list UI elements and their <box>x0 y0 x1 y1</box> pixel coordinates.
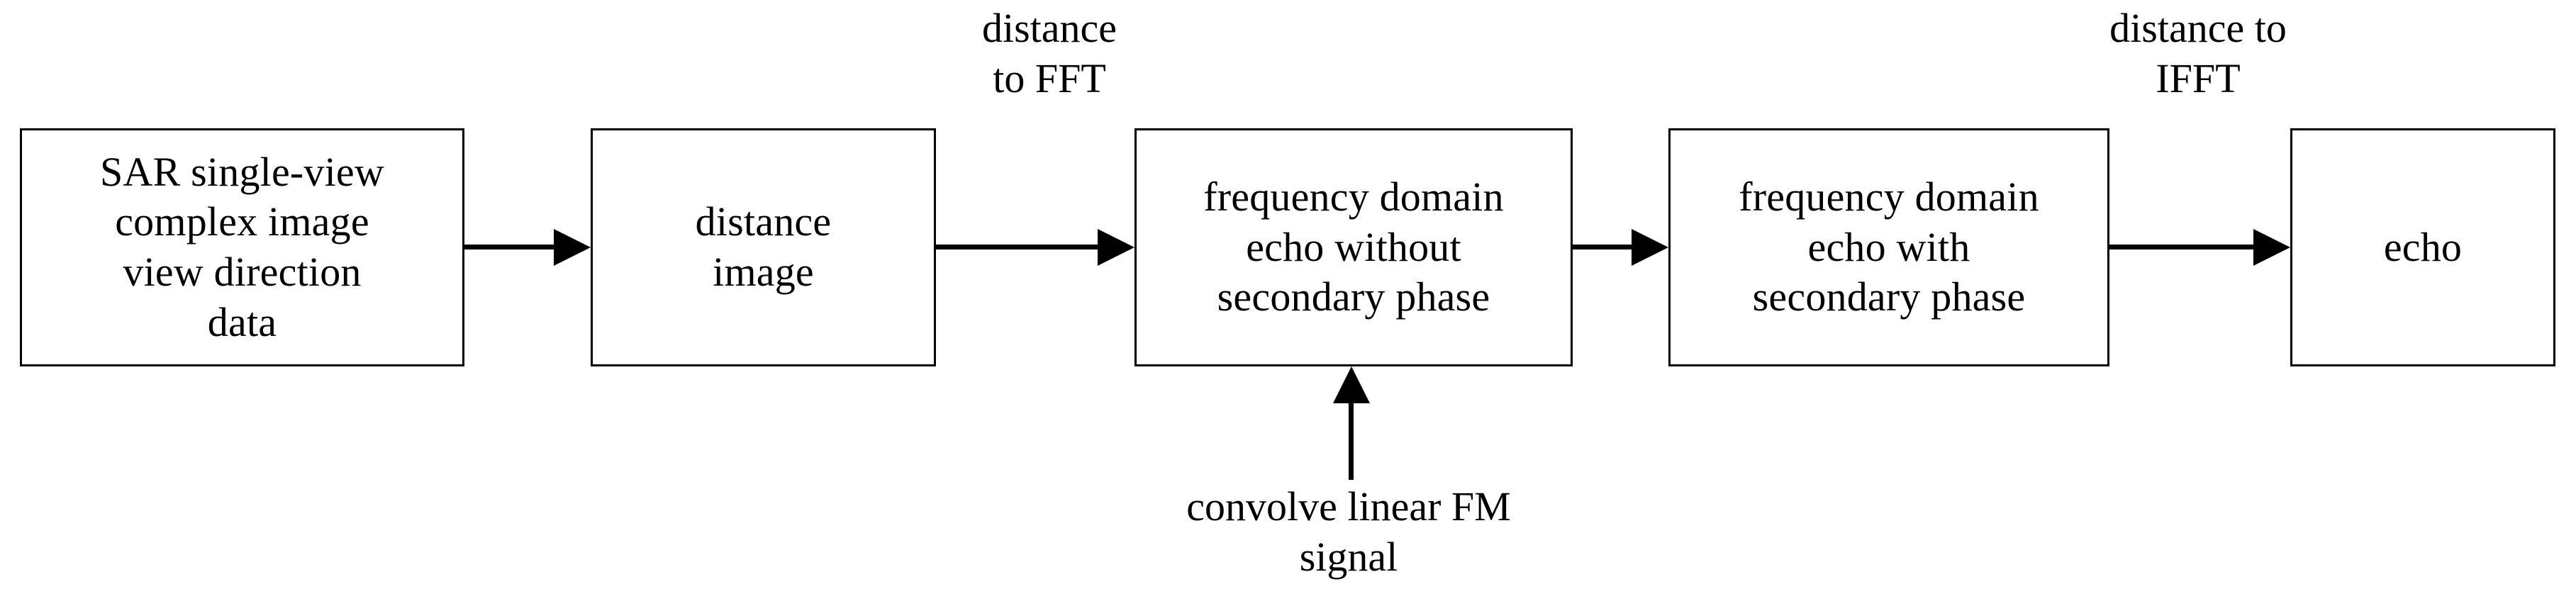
process-box-label: frequency domain echo with secondary pha… <box>1739 173 2039 320</box>
process-box-label: SAR single-view complex image view direc… <box>100 148 384 345</box>
arrow-shaft <box>1573 245 1634 249</box>
annotation-distance-to-ifft: distance to IFFT <box>2109 5 2287 101</box>
arrow-shaft <box>2109 245 2256 249</box>
arrow-distance-image-to-freq-echo-without <box>936 228 1134 266</box>
arrow-freq-echo-with-to-echo-output <box>2109 228 2290 266</box>
process-box-freq-echo-with[interactable]: frequency domain echo with secondary pha… <box>1668 128 2109 366</box>
arrow-shaft <box>1349 395 1354 480</box>
annotation-convolve-linear-fm: convolve linear FM signal <box>1186 483 1511 580</box>
arrow-freq-echo-without-to-freq-echo-with <box>1573 228 1668 266</box>
arrow-sar-input-to-distance-image <box>464 228 591 266</box>
process-box-sar-input[interactable]: SAR single-view complex image view direc… <box>20 128 464 366</box>
arrow-head-icon <box>2253 228 2290 266</box>
process-box-freq-echo-without[interactable]: frequency domain echo without secondary … <box>1134 128 1573 366</box>
annotation-distance-to-fft: distance to FFT <box>981 5 1117 101</box>
arrow-shaft <box>936 245 1100 249</box>
process-box-distance-image[interactable]: distance image <box>591 128 936 366</box>
process-box-label: echo <box>2383 223 2463 270</box>
arrow-convolve-to-freq-echo-without <box>1332 366 1370 480</box>
process-box-label: distance image <box>695 198 832 295</box>
process-box-echo-output[interactable]: echo <box>2290 128 2555 366</box>
arrow-head-icon <box>1332 366 1370 403</box>
arrow-head-icon <box>1098 228 1134 266</box>
arrow-head-icon <box>554 228 591 266</box>
arrow-head-icon <box>1632 228 1668 266</box>
arrow-shaft <box>464 245 557 249</box>
process-box-label: frequency domain echo without secondary … <box>1203 173 1504 320</box>
